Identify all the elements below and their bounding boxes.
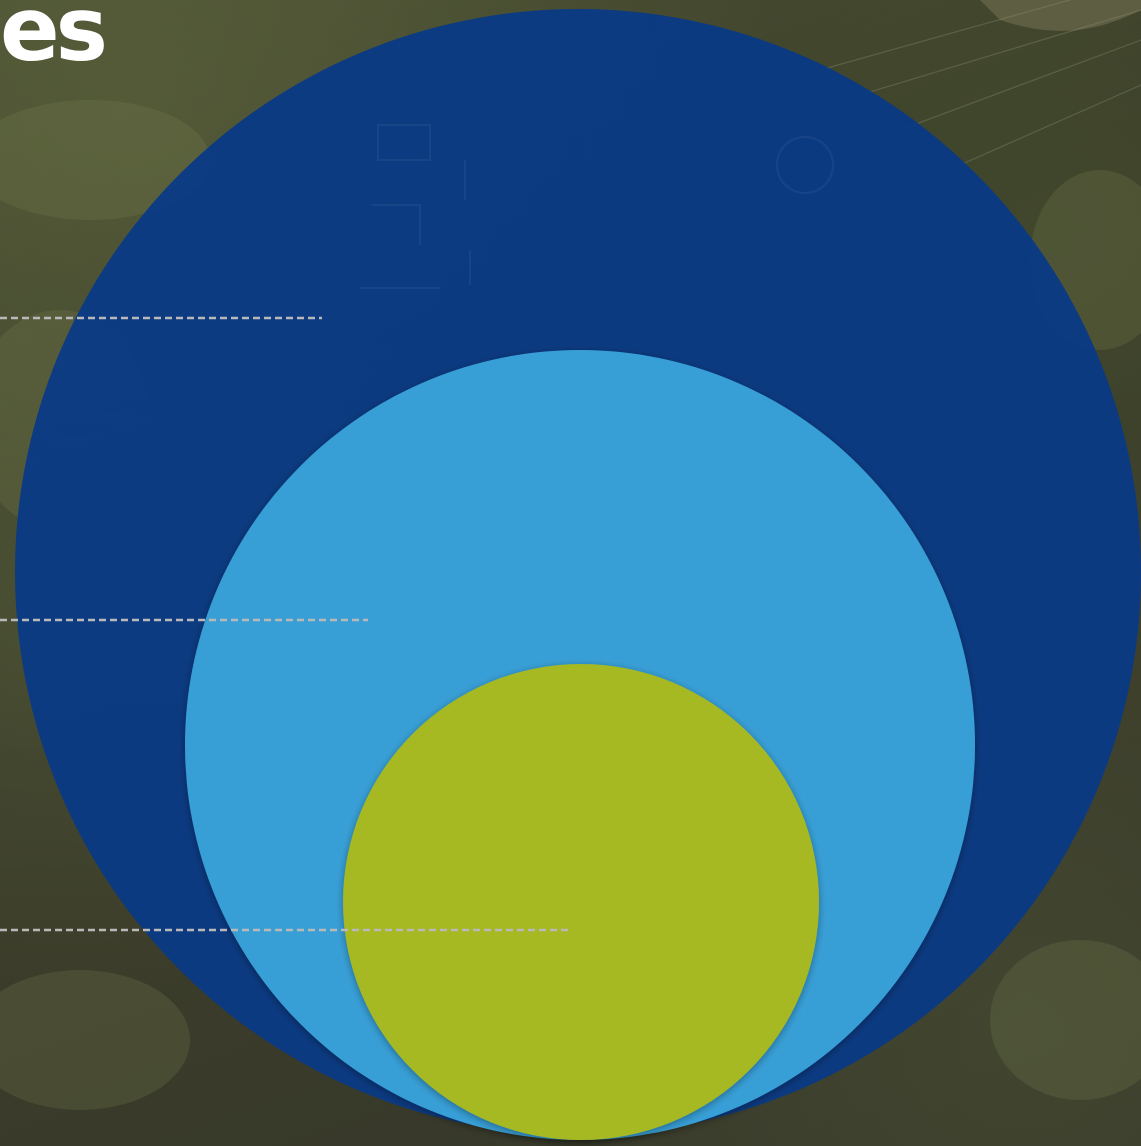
page-title: es [0,0,108,81]
outer-ring-texture [360,124,834,289]
inner-ring [343,664,819,1140]
